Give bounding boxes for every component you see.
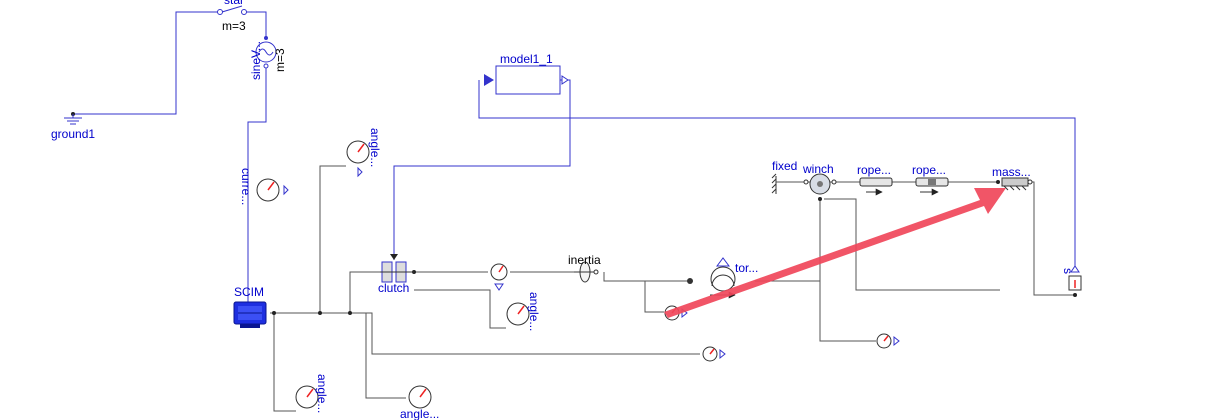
wire-star-ground <box>73 11 220 115</box>
winch-component[interactable]: winch <box>802 162 837 195</box>
star-component[interactable]: star m=3 <box>217 0 247 33</box>
inertia-label: inertia <box>568 253 601 267</box>
fixed-component[interactable]: fixed <box>771 159 806 194</box>
wire-angle-top <box>319 165 346 313</box>
scim-label: SCIM <box>234 285 264 299</box>
torque-component[interactable]: tor... <box>687 257 758 299</box>
sine-voltage-component[interactable]: sineV... m=3 <box>249 36 287 80</box>
annotation-arrow <box>664 188 1006 318</box>
ground-label: ground1 <box>51 127 95 141</box>
model-block-component[interactable]: model1_1 <box>484 52 569 95</box>
wire-inertia-out <box>603 272 690 282</box>
angle-bl-label: angle... <box>315 374 329 413</box>
angle-sensor-winch[interactable] <box>876 333 900 349</box>
clutch-component[interactable]: clutch <box>378 254 414 295</box>
angle-sensor-shaft[interactable] <box>702 346 726 362</box>
ground-component[interactable]: ground1 <box>51 114 95 141</box>
mass-label: mass... <box>992 165 1031 179</box>
angle-top-label: angle... <box>368 128 382 167</box>
sine-m-label: m=3 <box>273 48 287 72</box>
wire-clutch-angle <box>414 289 506 329</box>
star-m-label: m=3 <box>222 19 246 33</box>
angle-clutch-label: angle... <box>527 292 541 331</box>
current-label: curre... <box>239 168 253 205</box>
fixed-label: fixed <box>772 159 797 173</box>
model-label: model1_1 <box>500 52 553 66</box>
wire-shaft-bottom-left <box>273 313 296 412</box>
sine-label: sineV... <box>249 41 263 80</box>
angle-sensor-bottom[interactable]: angle... <box>400 385 439 420</box>
angle-sensor-clutch[interactable]: angle... <box>506 292 541 331</box>
current-sensor-component[interactable]: curre... <box>239 168 289 205</box>
rope1-component[interactable]: rope... <box>857 163 893 196</box>
rope2-component[interactable]: rope... <box>912 163 949 196</box>
wire-model-loop <box>393 79 571 260</box>
wire-star-sine <box>244 11 267 38</box>
wire-sine-current <box>247 66 267 310</box>
winch-label: winch <box>802 162 834 176</box>
junctions <box>71 112 1077 315</box>
wires <box>73 11 1076 412</box>
rope1-label: rope... <box>857 163 891 177</box>
wire-torque-branch <box>644 281 664 313</box>
position-sensor-component[interactable]: s <box>1061 265 1082 291</box>
rope2-label: rope... <box>912 163 946 177</box>
star-label: star <box>224 0 244 7</box>
scim-motor-component[interactable]: SCIM <box>233 285 267 328</box>
wire-mass-sensor <box>1030 181 1075 296</box>
torque-label: tor... <box>735 261 758 275</box>
angle-sensor-top[interactable]: angle... <box>346 128 382 178</box>
angle-sensor-bottom-left[interactable]: angle... <box>295 374 329 413</box>
speed-sensor-component[interactable] <box>490 263 508 291</box>
inertia-component[interactable]: inertia <box>568 253 601 283</box>
angle-bb-label: angle... <box>400 407 439 420</box>
s-label: s <box>1061 268 1075 274</box>
clutch-label: clutch <box>378 281 409 295</box>
mass-component[interactable]: mass... <box>992 165 1033 191</box>
wire-to-clutch <box>349 271 380 313</box>
wire-shaft-bottom <box>350 312 406 399</box>
wire-winch-right <box>824 198 1000 291</box>
wire-mass-feedback <box>478 80 1076 266</box>
